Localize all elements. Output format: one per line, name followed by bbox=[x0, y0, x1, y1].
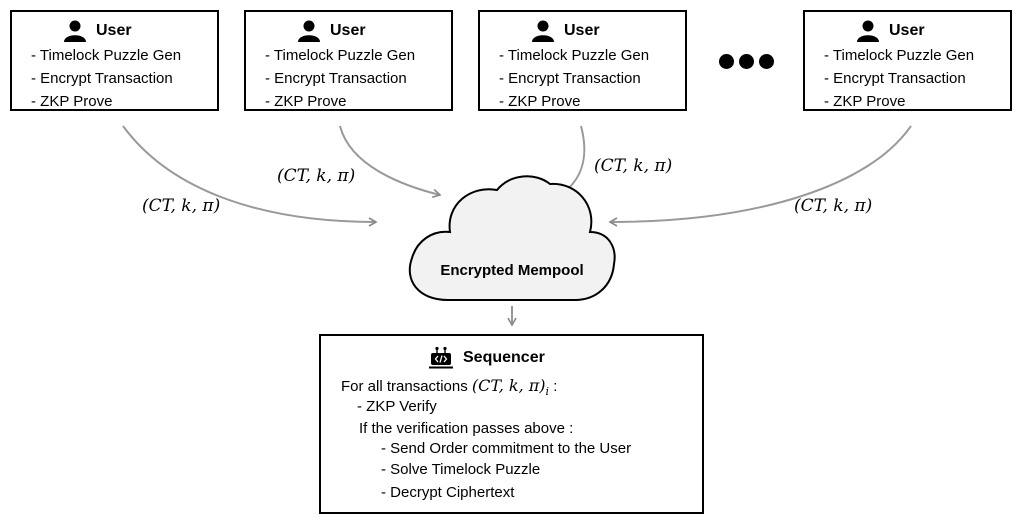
person-icon bbox=[64, 20, 86, 42]
sequencer-title: Sequencer bbox=[463, 349, 545, 366]
arrow-user1-to-mempool bbox=[122, 125, 378, 227]
user-title: User bbox=[889, 22, 925, 39]
step-timelock-gen: - Timelock Puzzle Gen bbox=[499, 47, 650, 64]
sequencer-intro: For all transactions (CT, k, π)i : bbox=[341, 376, 557, 398]
user-title: User bbox=[564, 22, 600, 39]
step-zkp-verify: - ZKP Verify bbox=[357, 398, 437, 415]
step-encrypt: - Encrypt Transaction bbox=[499, 70, 641, 87]
ellipsis-dot bbox=[739, 54, 754, 69]
action-send-commitment: - Send Order commitment to the User bbox=[381, 440, 632, 457]
step-encrypt: - Encrypt Transaction bbox=[265, 70, 407, 87]
user-box: User - Timelock Puzzle Gen - Encrypt Tra… bbox=[10, 10, 219, 111]
ellipsis-dots bbox=[719, 54, 775, 70]
ellipsis-dot bbox=[759, 54, 774, 69]
arrow-user3-to-mempool bbox=[561, 125, 586, 194]
step-timelock-gen: - Timelock Puzzle Gen bbox=[265, 47, 416, 64]
step-zkp-prove: - ZKP Prove bbox=[265, 93, 347, 110]
user-box: User - Timelock Puzzle Gen - Encrypt Tra… bbox=[478, 10, 687, 111]
step-zkp-prove: - ZKP Prove bbox=[499, 93, 581, 110]
intro-text: For all transactions bbox=[341, 378, 468, 395]
edge-label-user4: (CT, k, π) bbox=[794, 196, 873, 216]
intro-suffix: : bbox=[549, 378, 558, 395]
person-icon bbox=[857, 20, 879, 42]
step-timelock-gen: - Timelock Puzzle Gen bbox=[31, 47, 182, 64]
edge-label-user1: (CT, k, π) bbox=[142, 196, 221, 216]
step-encrypt: - Encrypt Transaction bbox=[824, 70, 966, 87]
action-solve-puzzle: - Solve Timelock Puzzle bbox=[381, 461, 541, 478]
mempool-label: Encrypted Mempool bbox=[440, 262, 584, 279]
edge-label-user3: (CT, k, π) bbox=[594, 156, 673, 176]
intro-math: (CT, k, π) bbox=[471, 376, 546, 395]
step-timelock-gen: - Timelock Puzzle Gen bbox=[824, 47, 975, 64]
ellipsis-dot bbox=[719, 54, 734, 69]
intro-subscript: i bbox=[545, 385, 550, 398]
edge-label-user2: (CT, k, π) bbox=[277, 166, 356, 186]
user-box: User - Timelock Puzzle Gen - Encrypt Tra… bbox=[244, 10, 453, 111]
user-title: User bbox=[96, 22, 132, 39]
sequencer-box: Sequencer For all transactions (CT, k, π… bbox=[319, 334, 704, 514]
step-zkp-prove: - ZKP Prove bbox=[824, 93, 906, 110]
action-decrypt: - Decrypt Ciphertext bbox=[381, 484, 515, 501]
person-icon bbox=[298, 20, 320, 42]
arrow-user4-to-mempool bbox=[608, 125, 912, 227]
user-title: User bbox=[330, 22, 366, 39]
step-zkp-prove: - ZKP Prove bbox=[31, 93, 113, 110]
verification-condition: If the verification passes above : bbox=[359, 420, 574, 437]
robot-code-icon bbox=[429, 346, 453, 369]
arrow-user2-to-mempool bbox=[339, 125, 442, 198]
mempool-cloud bbox=[408, 175, 616, 301]
person-icon bbox=[532, 20, 554, 42]
user-box: User - Timelock Puzzle Gen - Encrypt Tra… bbox=[803, 10, 1012, 111]
step-encrypt: - Encrypt Transaction bbox=[31, 70, 173, 87]
